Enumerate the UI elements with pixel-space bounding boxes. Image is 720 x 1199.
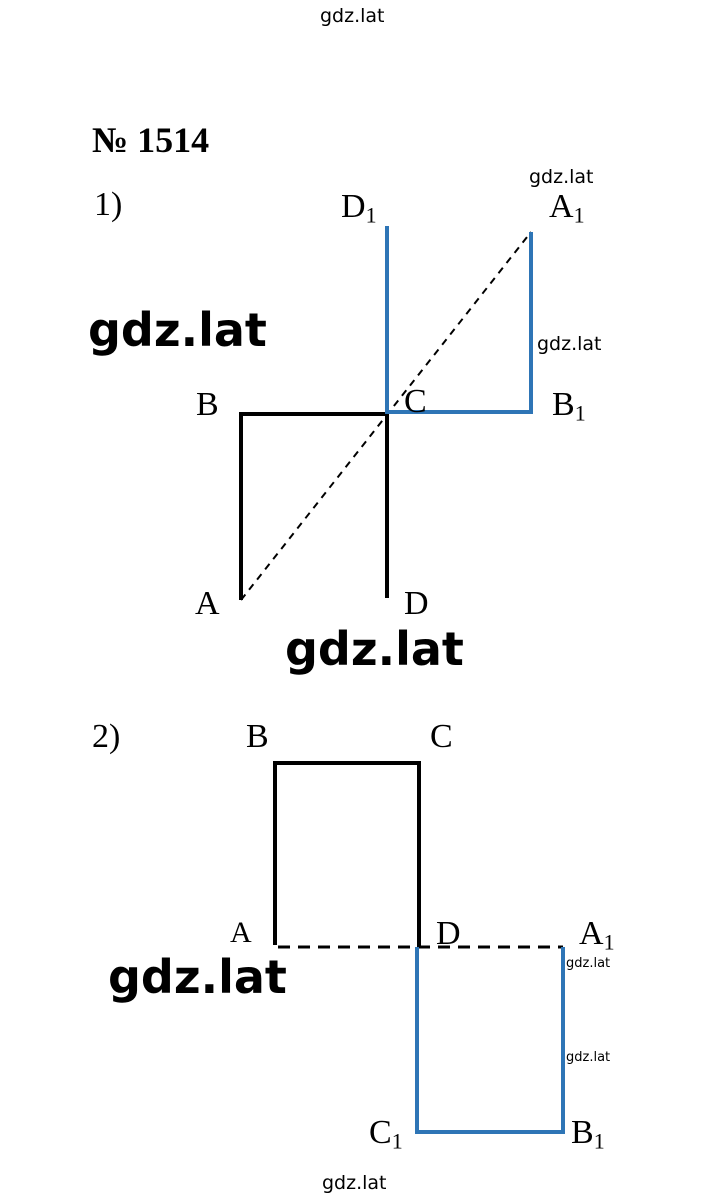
watermark-top: gdz.lat	[320, 5, 385, 27]
watermark-tiny-2: gdz.lat	[566, 1050, 611, 1065]
watermark-right-1: gdz.lat	[529, 166, 594, 188]
problem-title: № 1514	[92, 120, 210, 160]
fig2-label-c1: C1	[369, 1114, 403, 1152]
fig2-label-b1-letter: B	[571, 1114, 594, 1151]
figure-1-abcd-outline	[239, 412, 389, 600]
fig2-label-a1-subscript: 1	[603, 929, 615, 955]
fig1-label-b1-subscript: 1	[574, 400, 586, 426]
fig1-label-d1-subscript: 1	[365, 202, 377, 228]
fig2-label-a1-letter: A	[579, 915, 604, 952]
fig2-label-b1: B1	[571, 1114, 605, 1152]
figure-2-abcd-outline	[273, 761, 421, 947]
watermark-bottom: gdz.lat	[322, 1172, 387, 1194]
watermark-large-2: gdz.lat	[285, 622, 464, 676]
figure-2-image	[415, 947, 565, 1134]
watermark-right-2: gdz.lat	[537, 333, 602, 355]
fig1-label-a1-subscript: 1	[573, 202, 585, 228]
watermark-large-1: gdz.lat	[88, 303, 267, 357]
figure-1-image	[385, 226, 533, 414]
fig1-label-a1-letter: A	[549, 188, 574, 225]
figure-1-d1cb1a1-outline	[385, 226, 533, 414]
fig2-label-d: D	[436, 915, 461, 952]
fig1-label-a1: A1	[549, 188, 585, 226]
part-2-label: 2)	[92, 718, 121, 755]
fig2-label-c1-subscript: 1	[391, 1128, 403, 1154]
fig1-label-d1: D1	[341, 188, 377, 226]
fig1-label-b: B	[196, 386, 219, 423]
fig1-label-d1-letter: D	[341, 188, 366, 225]
watermark-tiny-1: gdz.lat	[566, 956, 611, 971]
part-1-label: 1)	[94, 186, 123, 223]
fig2-label-a: A	[230, 916, 252, 949]
figure-2-dc1b1a1-outline	[415, 947, 565, 1134]
fig2-label-c1-letter: C	[369, 1114, 392, 1151]
figure-2-original	[273, 761, 421, 947]
fig1-label-a: A	[195, 585, 220, 622]
fig1-label-d: D	[404, 585, 429, 622]
fig2-label-b1-subscript: 1	[593, 1128, 605, 1154]
figure-1-dashed-diagonal	[240, 231, 532, 601]
fig2-label-b: B	[246, 718, 269, 755]
fig1-label-c: C	[404, 383, 427, 420]
figure-1-original	[239, 412, 389, 600]
fig2-label-c: C	[430, 718, 453, 755]
fig1-label-b1-letter: B	[552, 386, 575, 423]
watermark-large-3: gdz.lat	[108, 950, 287, 1004]
fig1-label-b1: B1	[552, 386, 586, 424]
fig2-label-a1: A1	[579, 915, 615, 953]
